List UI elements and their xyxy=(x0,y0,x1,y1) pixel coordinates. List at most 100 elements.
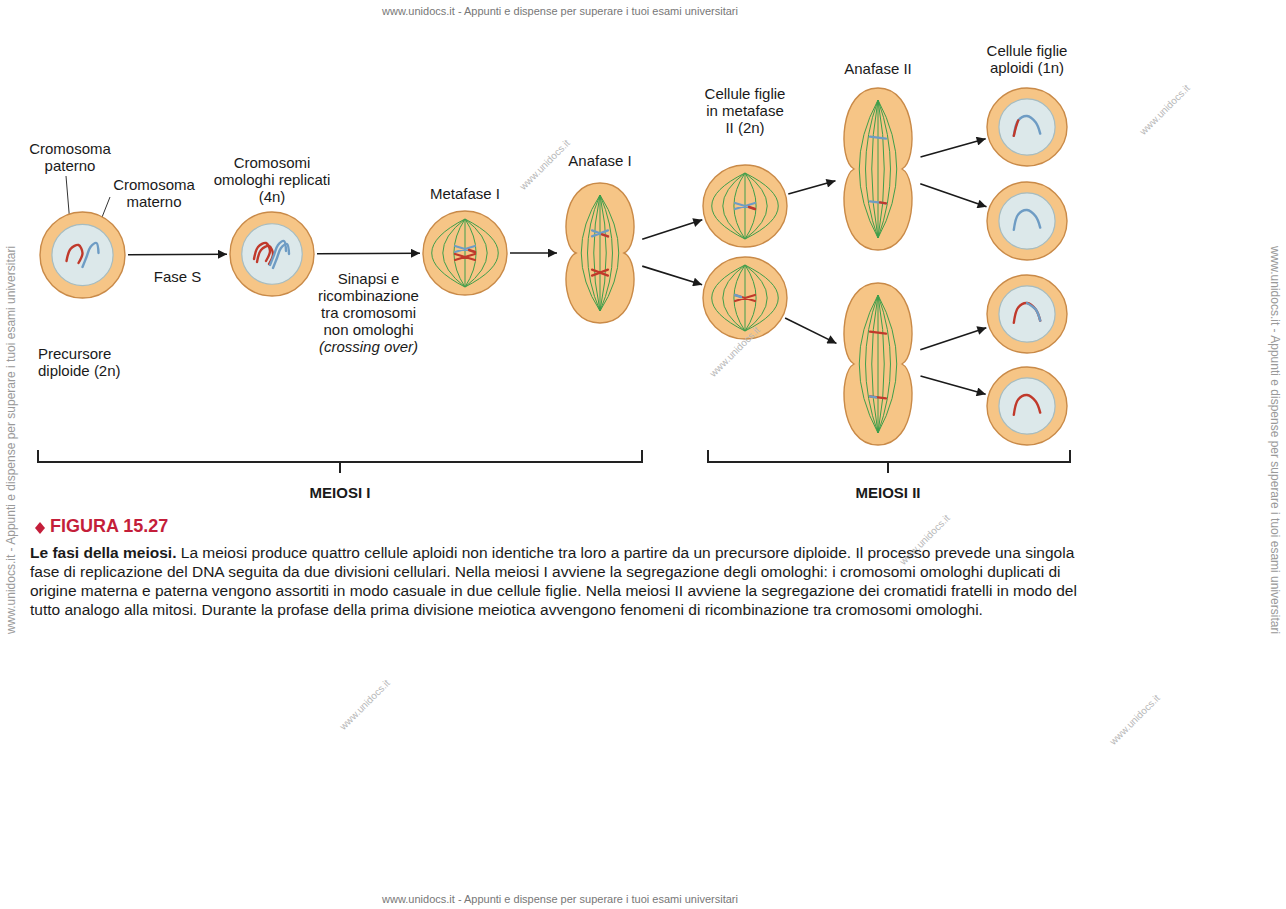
chromosome xyxy=(1014,120,1018,135)
chromosome xyxy=(870,396,876,397)
cell-label: Metafase I xyxy=(415,185,515,202)
chromosome xyxy=(749,207,755,209)
chromosome xyxy=(455,254,475,260)
arrow-connector xyxy=(921,139,986,157)
spindle-fiber xyxy=(878,295,884,433)
arrow-connector xyxy=(642,266,702,285)
phase-bracket xyxy=(708,450,1070,462)
spindle-fiber xyxy=(443,219,465,287)
chromosome xyxy=(602,234,608,236)
cell xyxy=(703,257,787,339)
cell-membrane xyxy=(987,182,1067,260)
cell-outline xyxy=(560,183,640,323)
watermark: www.unidocs.it - Appunti e dispense per … xyxy=(4,246,18,634)
spindle-fiber xyxy=(878,295,879,433)
cell-outline xyxy=(703,257,787,339)
nucleus xyxy=(999,378,1055,434)
cell-membrane xyxy=(844,283,912,445)
spindle-fiber xyxy=(859,295,878,433)
spindle-fiber xyxy=(866,295,878,433)
figure-bullet xyxy=(35,522,45,534)
cell-outline xyxy=(703,165,787,247)
phase-label: MEIOSI II xyxy=(855,484,920,501)
spindle-fiber xyxy=(600,195,601,311)
watermark: www.unidocs.it xyxy=(1137,82,1192,137)
cell-outline xyxy=(987,88,1067,166)
spindle-fiber xyxy=(600,195,612,311)
arrow-connector xyxy=(788,181,835,194)
cell: Cromosomi omologhi replicati (4n) xyxy=(230,212,314,296)
nucleus xyxy=(999,193,1055,249)
chromosome xyxy=(1014,303,1040,323)
cell-label: Precursore diploide (2n) xyxy=(38,345,148,379)
cell-label: Cromosomi omologhi replicati (4n) xyxy=(212,154,332,205)
chromosome xyxy=(1014,395,1040,415)
watermark: www.unidocs.it - Appunti e dispense per … xyxy=(1268,246,1282,634)
cell: Cellule figlie in metafase II (2n) xyxy=(703,165,787,247)
arrow-connector xyxy=(317,252,420,254)
spindle-fiber xyxy=(465,219,498,287)
chromosome xyxy=(735,203,755,209)
cell-membrane xyxy=(844,88,912,250)
spindle-fiber xyxy=(878,100,890,238)
spindle-fiber xyxy=(878,295,890,433)
chromosome xyxy=(870,137,886,139)
spindle-fiber xyxy=(745,265,778,331)
cell xyxy=(987,182,1067,260)
chromosome xyxy=(67,245,83,263)
cell-label: Cellule figlie aploidi (1n) xyxy=(972,42,1082,76)
spindle-fiber xyxy=(878,100,897,238)
cell xyxy=(838,283,918,445)
chromosome xyxy=(1014,210,1040,230)
cell-outline xyxy=(230,212,314,296)
arrow-connector xyxy=(785,318,836,343)
spindle-fiber xyxy=(465,219,466,287)
watermark: www.unidocs.it xyxy=(517,137,572,192)
spindle-fiber xyxy=(872,100,878,238)
spindle-fiber xyxy=(581,195,600,311)
cell-label: Anafase II xyxy=(828,60,928,77)
spindle-fiber xyxy=(859,100,878,238)
cell-outline xyxy=(838,283,918,445)
chromosome xyxy=(870,332,886,334)
cell-membrane xyxy=(703,165,787,247)
spindle-fiber xyxy=(432,219,465,287)
cell xyxy=(987,275,1067,353)
spindle-fiber xyxy=(878,295,897,433)
cell-membrane xyxy=(423,211,507,295)
chromosome xyxy=(469,250,475,252)
arrow-connector xyxy=(642,220,702,239)
arrow-connector xyxy=(920,184,986,207)
chromosome xyxy=(1027,303,1040,321)
watermark: www.unidocs.it xyxy=(337,677,392,732)
cell-membrane xyxy=(40,212,125,298)
spindle-fiber xyxy=(745,173,778,239)
nucleus xyxy=(242,224,302,284)
figure-number: FIGURA 15.27 xyxy=(50,516,168,537)
nucleus xyxy=(52,224,113,285)
cell xyxy=(987,367,1067,445)
chromosome xyxy=(735,295,741,297)
spindle-fiber xyxy=(454,219,465,287)
spindle-fiber xyxy=(600,195,606,311)
phase-bracket xyxy=(38,450,642,462)
figure-caption: Le fasi della meiosi. La meiosi produce … xyxy=(30,543,1088,619)
callout-label: Cromosoma paterno xyxy=(26,140,114,174)
cell-label: Anafase I xyxy=(550,152,650,169)
watermark: www.unidocs.it - Appunti e dispense per … xyxy=(382,5,738,18)
cell-outline xyxy=(838,88,918,250)
spindle-fiber xyxy=(872,295,878,433)
cell: Precursore diploide (2n) xyxy=(40,212,125,298)
arrow-connector xyxy=(921,376,986,394)
chromosome xyxy=(880,202,886,203)
spindle-fiber xyxy=(465,219,487,287)
spindle-fiber xyxy=(866,100,878,238)
cell-membrane xyxy=(987,367,1067,445)
spindle-fiber xyxy=(588,195,600,311)
chromosome xyxy=(870,396,886,398)
spindle-fiber xyxy=(465,219,476,287)
cell-outline xyxy=(987,367,1067,445)
spindle-fiber xyxy=(878,100,884,238)
cell-membrane xyxy=(703,257,787,339)
